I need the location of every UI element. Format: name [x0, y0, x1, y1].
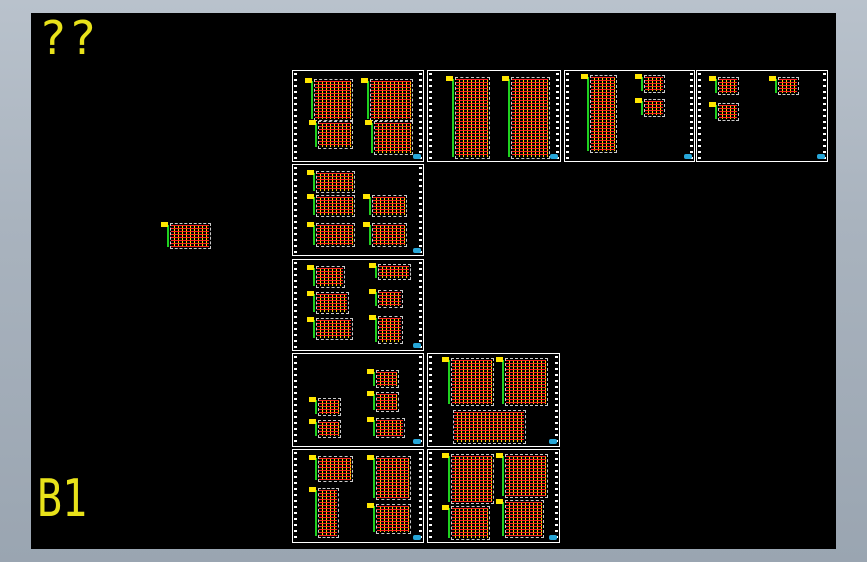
schematic-block: [307, 222, 355, 247]
block-frame: [170, 223, 211, 249]
schematic-block: [442, 357, 494, 406]
sheet-stamp-icon: [684, 154, 692, 159]
schematic-block: [367, 455, 411, 500]
drawing-sheet-6[interactable]: [292, 259, 424, 351]
schematic-block: [446, 76, 490, 159]
sheet-label-text: B1: [37, 469, 88, 529]
schematic-block: [309, 120, 353, 149]
drawing-sheet-9[interactable]: [292, 449, 424, 543]
schematic-block: [307, 170, 355, 193]
schematic-block: [307, 317, 353, 340]
schematic-block: [709, 102, 739, 121]
schematic-block: [581, 74, 617, 153]
sheet-stamp-icon: [413, 343, 421, 348]
schematic-block: [361, 78, 413, 121]
schematic-block: [496, 357, 548, 406]
schematic-block: [442, 453, 494, 504]
sheet-stamp-icon: [413, 154, 421, 159]
schematic-table-block: [450, 410, 526, 444]
schematic-block: [363, 194, 407, 217]
drawing-title-text: ??: [39, 11, 99, 65]
wire-rows: [171, 225, 209, 247]
drawing-sheet-8[interactable]: [427, 353, 560, 447]
schematic-block: [369, 289, 403, 308]
schematic-block: [307, 291, 349, 314]
schematic-block: [309, 397, 341, 416]
sheet-stamp-icon: [413, 248, 421, 253]
schematic-block: [309, 487, 339, 538]
drawing-sheet-2[interactable]: [427, 70, 561, 162]
standalone-schematic-block[interactable]: [161, 222, 211, 249]
sheet-ruler-right: [419, 73, 422, 159]
drawing-sheet-3[interactable]: [564, 70, 695, 162]
schematic-block: [367, 369, 399, 388]
drawing-sheet-5[interactable]: [292, 164, 424, 256]
sheet-stamp-icon: [413, 535, 421, 540]
schematic-block: [307, 194, 355, 217]
schematic-block: [496, 499, 544, 538]
sheet-stamp-icon: [817, 154, 825, 159]
schematic-block: [369, 315, 403, 344]
schematic-block: [635, 98, 665, 117]
schematic-block: [365, 120, 413, 155]
sheet-ruler-left: [294, 73, 297, 159]
drawing-sheet-10[interactable]: [427, 449, 560, 543]
sheet-stamp-icon: [550, 154, 558, 159]
drawing-sheet-7[interactable]: [292, 353, 424, 447]
schematic-block: [769, 76, 799, 95]
schematic-block: [496, 453, 548, 498]
schematic-block: [309, 455, 353, 482]
terminal-tag: [161, 222, 168, 227]
sheet-stamp-icon: [413, 439, 421, 444]
drawing-sheet-1[interactable]: [292, 70, 424, 162]
schematic-block: [369, 263, 411, 280]
sheet-stamp-icon: [549, 535, 557, 540]
schematic-block: [367, 503, 411, 534]
schematic-block: [307, 265, 345, 288]
sheet-stamp-icon: [549, 439, 557, 444]
schematic-block: [635, 74, 665, 93]
schematic-block: [442, 505, 490, 540]
green-wire: [167, 225, 169, 247]
schematic-block: [709, 76, 739, 95]
drawing-sheet-4[interactable]: [696, 70, 828, 162]
schematic-block: [309, 419, 341, 438]
schematic-block: [502, 76, 550, 159]
cad-model-space[interactable]: ?? B1: [31, 13, 836, 549]
schematic-block: [367, 391, 399, 412]
schematic-block: [305, 78, 353, 121]
schematic-block: [367, 417, 405, 438]
schematic-block: [363, 222, 407, 247]
